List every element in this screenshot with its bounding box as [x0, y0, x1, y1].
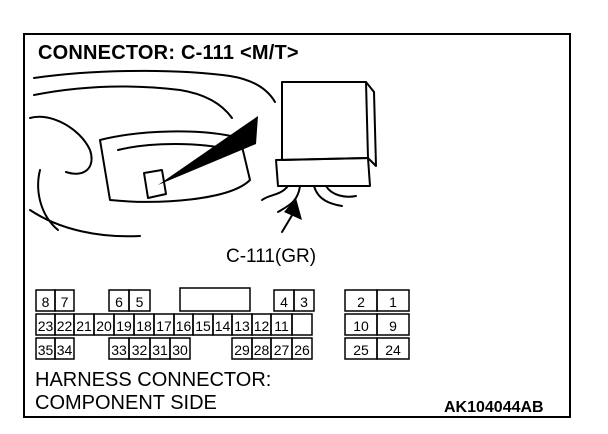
- left-curve: [37, 169, 59, 231]
- wire-1: [261, 185, 289, 201]
- pin-label-row2: 19: [116, 318, 132, 334]
- pin-cell: [179, 287, 251, 312]
- connector-title: CONNECTOR: C-111 <M/T>: [38, 42, 299, 64]
- wire-4: [325, 185, 357, 198]
- lower-curve: [29, 209, 141, 238]
- pin-label-row3: 34: [57, 342, 73, 358]
- ecu-box-front: [281, 81, 369, 161]
- ecu-connector-block: [275, 157, 371, 187]
- footer-line-2: COMPONENT SIDE: [35, 392, 217, 414]
- pin-label-row2: 22: [57, 318, 73, 334]
- pin-label-row3: 30: [172, 342, 188, 358]
- pin-label-row3: 29: [234, 342, 250, 358]
- pin-label-row3: 31: [152, 342, 168, 358]
- left-oval: [29, 115, 93, 175]
- pin-cell: [128, 289, 151, 312]
- pin-cell: [293, 289, 315, 312]
- pin-label-row1: 3: [300, 294, 308, 310]
- pin-cell: [376, 313, 410, 336]
- pin-label-row3: 32: [132, 342, 148, 358]
- pin-cell: [291, 313, 313, 336]
- pin-cell: [376, 337, 410, 360]
- pin-label-row3: 27: [274, 342, 290, 358]
- pin-label-row3: 24: [385, 342, 401, 358]
- connector-callout-label: C-111(GR): [226, 246, 317, 267]
- small-connector: [143, 169, 167, 199]
- pin-label-row2: 23: [38, 318, 54, 334]
- pin-label-row2: 9: [389, 318, 397, 334]
- pin-label-row2: 15: [195, 318, 211, 334]
- image-code: AK104044AB: [444, 399, 544, 416]
- ecu-box-side: [365, 81, 377, 167]
- dash-top-line: [33, 69, 276, 103]
- pin-cell: [54, 337, 75, 360]
- pin-label-row2: 10: [353, 318, 369, 334]
- pin-cell: [376, 289, 410, 312]
- pin-label-row3: 26: [294, 342, 310, 358]
- diagram-frame: [23, 33, 571, 418]
- pin-label-row1: 5: [136, 294, 144, 310]
- arrow-head: [284, 198, 302, 220]
- pin-label-row3: 28: [254, 342, 270, 358]
- pin-label-row1: 1: [389, 294, 397, 310]
- pin-label-row1: 6: [115, 294, 123, 310]
- footer-line-1: HARNESS CONNECTOR:: [35, 369, 272, 391]
- pin-label-row2: 20: [96, 318, 112, 334]
- pin-label-row1: 7: [61, 294, 69, 310]
- pin-label-row2: 12: [254, 318, 270, 334]
- pin-label-row3: 25: [353, 342, 369, 358]
- pin-label-row2: 18: [136, 318, 152, 334]
- pin-label-row2: 17: [156, 318, 172, 334]
- pin-label-row1: 8: [42, 294, 50, 310]
- pin-label-row2: 11: [274, 318, 289, 334]
- pin-cell: [169, 337, 191, 360]
- pin-cell: [54, 289, 75, 312]
- pin-cell: [291, 337, 313, 360]
- pin-label-row3: 35: [38, 342, 54, 358]
- pin-label-row2: 16: [176, 318, 192, 334]
- pin-label-row2: 21: [76, 318, 92, 334]
- pin-label-row1: 2: [357, 294, 365, 310]
- panel-outline: [99, 130, 251, 203]
- pin-label-row2: 14: [215, 318, 231, 334]
- pin-label-row3: 33: [111, 342, 127, 358]
- pin-label-row2: 13: [234, 318, 250, 334]
- pin-label-row1: 4: [280, 294, 288, 310]
- wire-3: [313, 185, 343, 207]
- pointer-wedge: [158, 116, 258, 185]
- dash-inner-line: [33, 85, 233, 119]
